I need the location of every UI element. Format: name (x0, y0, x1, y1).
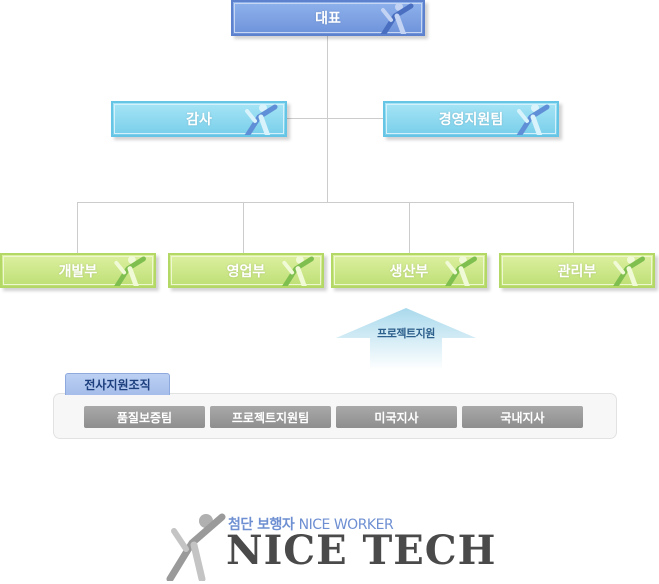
support-organization-tab: 전사지원조직 (65, 373, 170, 395)
running-person-icon (282, 255, 314, 286)
connector-drop-dev (77, 202, 78, 254)
connector-drop-production (409, 202, 410, 254)
logo-tagline-english: NICE WORKER (298, 517, 394, 533)
logo-tagline: 첨단 보행자 NICE WORKER (228, 514, 394, 534)
org-node-development: 개발부 (0, 253, 156, 288)
support-item-us-branch: 미국지사 (336, 406, 457, 428)
connector-drop-management (573, 202, 574, 254)
logo-wordmark: NICE TECH (226, 527, 497, 574)
production-label: 생산부 (389, 263, 429, 280)
up-arrow-icon (336, 308, 476, 370)
org-node-sales: 영업부 (168, 253, 324, 288)
sales-label: 영업부 (226, 263, 266, 280)
management-support-label: 경영지원팀 (438, 112, 504, 128)
support-item-project-support-team: 프로젝트지원팀 (210, 406, 331, 428)
org-node-audit: 감사 (111, 101, 287, 137)
running-person-icon (516, 104, 550, 135)
org-node-administration: 관리부 (499, 253, 655, 288)
project-support-label: 프로젝트지원 (377, 327, 435, 340)
walking-person-logo (166, 513, 226, 581)
connector-drop-sales (243, 202, 244, 254)
support-item-domestic-branch: 국내지사 (462, 406, 583, 428)
administration-label: 관리부 (557, 263, 597, 280)
running-person-icon (114, 255, 146, 286)
connector-staff-horizontal (287, 118, 383, 119)
connector-departments-horizontal (77, 202, 574, 203)
org-node-ceo: 대표 (231, 0, 425, 36)
org-node-production: 생산부 (331, 253, 487, 288)
support-item-quality-assurance: 품질보증팀 (84, 406, 205, 428)
running-person-icon (244, 104, 278, 135)
org-node-management-support: 경영지원팀 (383, 101, 559, 137)
connector-vertical-main (327, 36, 328, 202)
audit-label: 감사 (186, 112, 212, 128)
logo-tagline-korean: 첨단 보행자 (228, 517, 295, 533)
development-label: 개발부 (58, 263, 98, 280)
ceo-label: 대표 (315, 11, 341, 27)
running-person-icon (613, 255, 645, 286)
running-person-icon (380, 3, 414, 34)
running-person-icon (445, 255, 477, 286)
